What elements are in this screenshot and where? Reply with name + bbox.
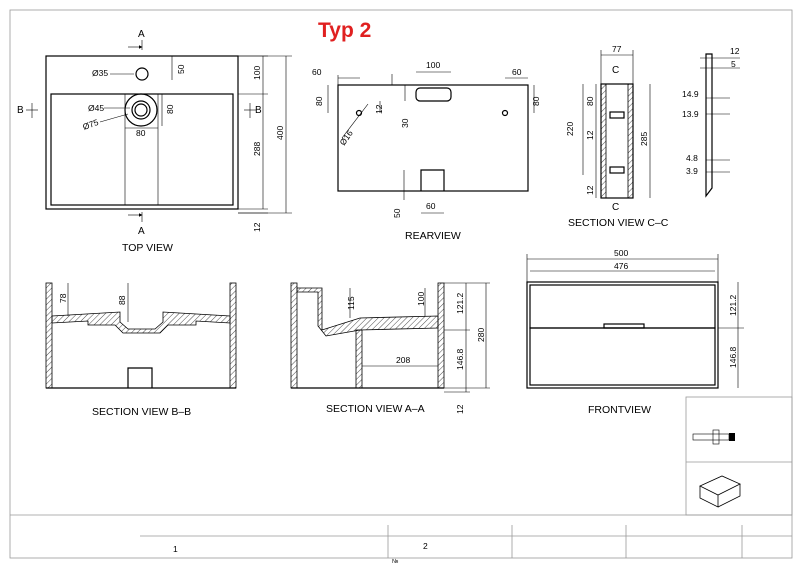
basin-3d-icon	[699, 475, 741, 508]
dim-cc-h12b: 12	[585, 185, 595, 195]
drawing-title: Typ 2	[318, 19, 371, 42]
label-section-aa: SECTION VIEW A–A	[326, 403, 425, 415]
drain-75-outer	[124, 93, 158, 127]
dim-v80: 80	[165, 104, 175, 114]
section-mark-c-top: C	[612, 65, 619, 76]
dim-rear-b50: 50	[392, 208, 402, 218]
dim-cc-h285: 285	[639, 132, 649, 146]
section-view-aa: 115 100 121.2 280 146.8 208 12	[290, 282, 490, 414]
dim-cc-h12a: 12	[585, 130, 595, 140]
section-mark-b-left: B	[17, 105, 24, 116]
dim-rear-l30: 30	[400, 118, 410, 128]
dim-cc-h80: 80	[585, 96, 595, 106]
dim-d35: Ø35	[92, 68, 108, 78]
rear-view: 60 100 60 80 12 30 80 Ø16 50 60	[312, 60, 541, 218]
dim-aa-280: 280	[476, 328, 486, 342]
dim-bb-78: 78	[58, 293, 68, 303]
section-view-bb: 78 88	[45, 282, 237, 389]
dim-r100: 100	[252, 66, 262, 80]
overflow-slot	[415, 87, 452, 102]
drain-fitting-icon	[692, 429, 735, 445]
section-view-cc: C C 77 220 80 12 12 285	[565, 44, 651, 213]
dim-cc-p5: 5	[731, 59, 736, 69]
label-rear-view: REARVIEW	[405, 230, 461, 242]
drain-45-inner	[131, 100, 151, 120]
dim-cc-p149: 14.9	[682, 89, 699, 99]
dim-cc-h220: 220	[565, 122, 575, 136]
section-mark-a-top: A	[138, 29, 145, 40]
dim-aa-1468: 146.8	[455, 348, 465, 370]
profile-detail: 12 5 14.9 13.9 4.8 3.9	[682, 46, 740, 198]
dim-rear-t60a: 60	[312, 67, 322, 77]
dim-r400: 400	[275, 126, 285, 140]
dim-rear-d16: Ø16	[337, 128, 355, 147]
title-block-num-2: 2	[423, 541, 428, 551]
dim-r288: 288	[252, 142, 262, 156]
section-mark-c-bottom: C	[612, 202, 619, 213]
dim-aa-12: 12	[455, 404, 465, 414]
sheet-border	[9, 9, 793, 559]
dim-d75: Ø75	[81, 117, 100, 132]
front-view: 500 476 121.2 146.8	[526, 248, 744, 389]
dim-cc-p39: 3.9	[686, 166, 698, 176]
dim-h80: 80	[136, 128, 146, 138]
dim-rear-l12: 12	[374, 104, 384, 114]
dim-aa-1212: 121.2	[455, 292, 465, 314]
label-section-cc: SECTION VIEW C–C	[568, 217, 669, 229]
top-view: A A B B Ø35 Ø45 Ø75 50 80 80 100	[17, 29, 292, 237]
dim-aa-115: 115	[346, 296, 356, 310]
title-block: 1 2 №	[10, 514, 792, 565]
dim-bb-88: 88	[117, 295, 127, 305]
dim-rear-r80: 80	[531, 96, 541, 106]
dim-r12: 12	[252, 222, 262, 232]
section-mark-a-bottom: A	[138, 226, 145, 237]
title-block-mark: №	[392, 558, 398, 565]
info-panel	[685, 396, 793, 516]
dim-rear-t100: 100	[426, 60, 440, 70]
dim-aa-100: 100	[416, 292, 426, 306]
dim-front-476: 476	[614, 261, 628, 271]
label-top-view: TOP VIEW	[122, 242, 173, 254]
dim-rear-l80: 80	[314, 96, 324, 106]
dim-cc-p48: 4.8	[686, 153, 698, 163]
dim-aa-208: 208	[396, 355, 410, 365]
overflow-hole-35	[135, 67, 149, 81]
dim-rear-t60b: 60	[512, 67, 522, 77]
label-section-bb: SECTION VIEW B–B	[92, 406, 191, 418]
dim-cc-p12: 12	[730, 46, 740, 56]
dim-cc-w77: 77	[612, 44, 622, 54]
dim-front-1468: 146.8	[728, 346, 738, 368]
dim-front-500: 500	[614, 248, 628, 258]
title-block-num-1: 1	[173, 544, 178, 554]
dim-v50: 50	[176, 64, 186, 74]
dim-cc-p139: 13.9	[682, 109, 699, 119]
dim-rear-b60: 60	[426, 201, 436, 211]
section-mark-b-right: B	[255, 105, 262, 116]
dim-front-1212: 121.2	[728, 294, 738, 316]
dim-d45: Ø45	[88, 103, 104, 113]
label-front-view: FRONTVIEW	[588, 404, 651, 416]
